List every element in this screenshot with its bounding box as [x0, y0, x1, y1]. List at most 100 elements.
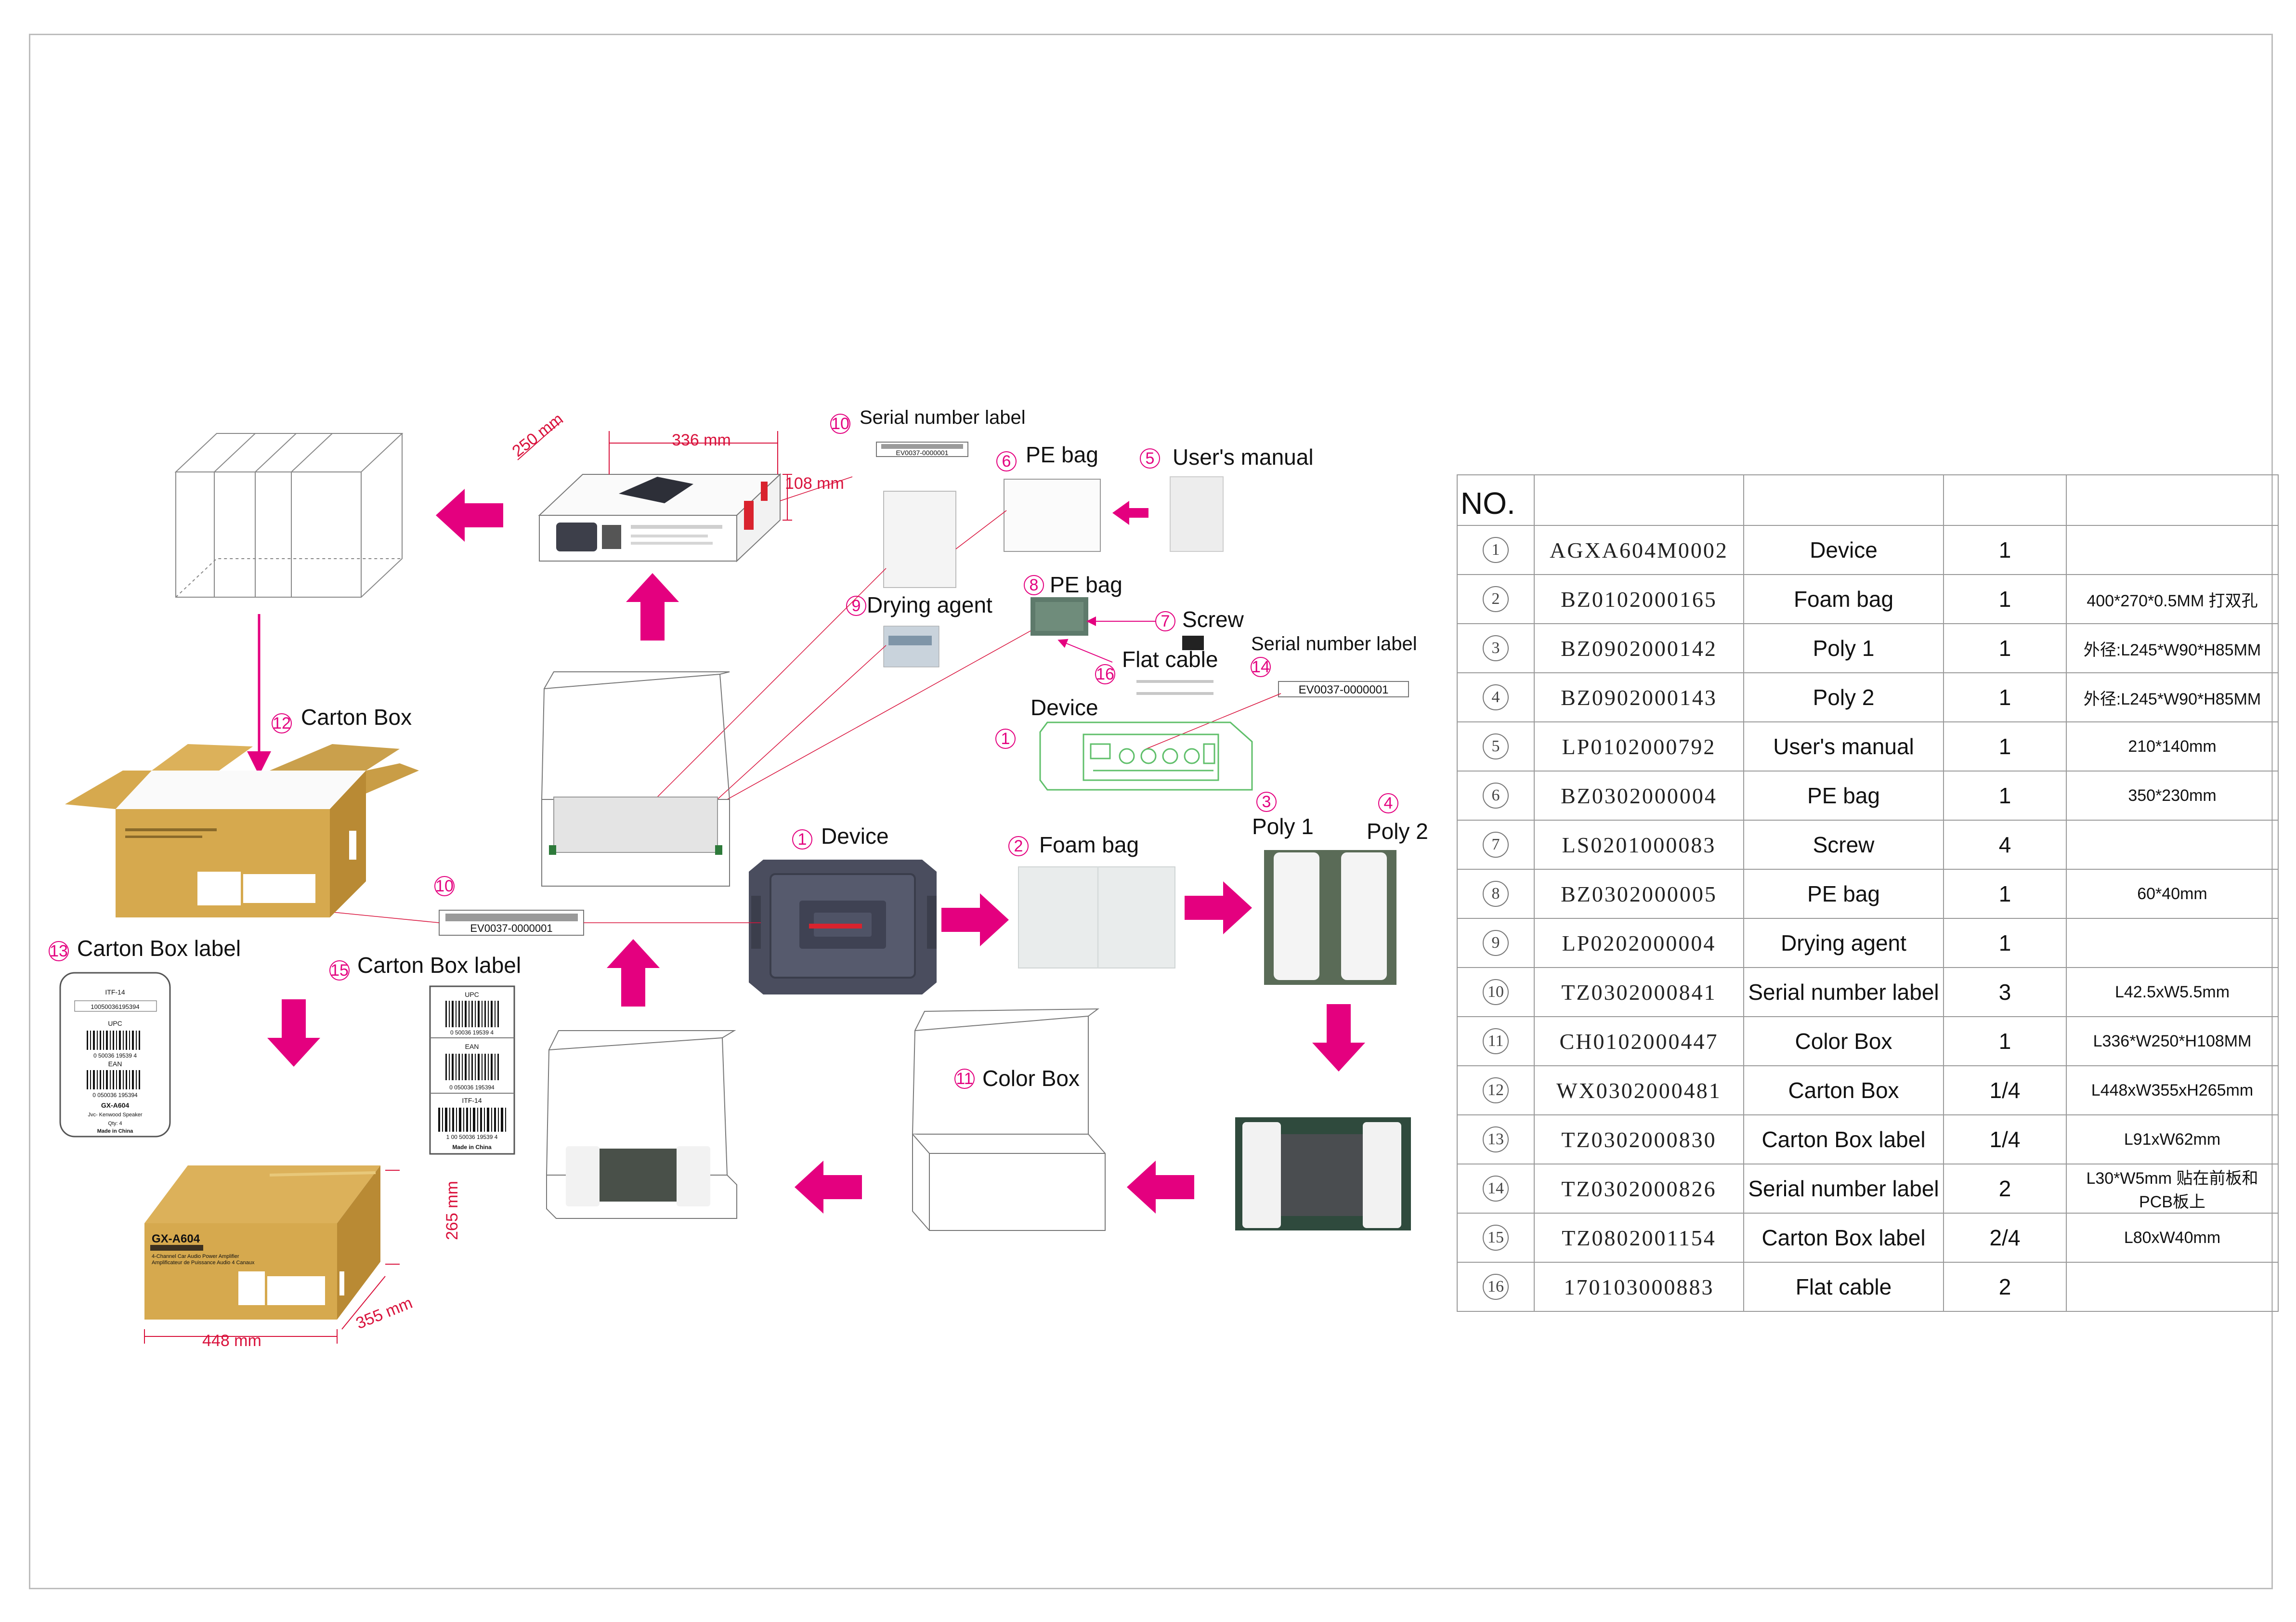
bom-cell-name: Carton Box label [1743, 1213, 1944, 1263]
label-users-manual: User's manual [1173, 445, 1314, 470]
bom-cell-code: LS0201000083 [1534, 820, 1744, 870]
bom-cell-qty: 2 [1943, 1262, 2067, 1312]
callout-14 [1251, 657, 1271, 677]
bom-cell-code: BZ0302000005 [1534, 869, 1744, 919]
bom-cell-spec: L30*W5mm 贴在前板和PCB板上 [2066, 1164, 2279, 1214]
callout-2-num: 2 [1014, 837, 1023, 855]
callout-13-num: 13 [50, 942, 68, 960]
bom-cell-no: 12 [1483, 1077, 1509, 1103]
bom-cell-no: 16 [1483, 1274, 1509, 1300]
arrow-up-mid [607, 939, 660, 1007]
callout-7-num: 7 [1161, 612, 1170, 630]
bom-cell-code: LP0102000792 [1534, 721, 1744, 772]
leader-flat-cable [1057, 639, 1113, 663]
label-screw: Screw [1182, 607, 1244, 632]
label-pe-bag-6: PE bag [1026, 442, 1098, 467]
dim-carton-depth: 355 mm [353, 1294, 415, 1333]
callout-3-num: 3 [1262, 793, 1271, 811]
callout-16 [1095, 664, 1115, 684]
svg-text:Qty: 4: Qty: 4 [108, 1121, 122, 1126]
callout-6-num: 6 [1002, 452, 1011, 471]
bom-cell-code: LP0202000004 [1534, 918, 1744, 968]
bom-cell-spec: L91xW62mm [2066, 1114, 2279, 1164]
drying-agent-image [883, 626, 939, 667]
callout-10-top [830, 414, 850, 434]
bom-cell-code: TZ0302000826 [1534, 1164, 1744, 1214]
callout-10-mid [434, 876, 455, 896]
arrow-right-foam [1185, 881, 1252, 934]
dim-color-box-depth: 250 mm [509, 410, 567, 461]
svg-text:EAN: EAN [465, 1043, 479, 1050]
leader-serial-top [780, 476, 853, 501]
bom-cell-spec: 400*270*0.5MM 打双孔 [2066, 574, 2279, 624]
callout-15-num: 15 [330, 961, 349, 980]
bom-cell-name: User's manual [1743, 721, 1944, 772]
bom-cell-no: 15 [1483, 1225, 1509, 1251]
label-poly2: Poly 2 [1367, 819, 1428, 844]
leader-pe-bag-6 [955, 510, 1007, 549]
bom-cell-qty: 1 [1943, 918, 2067, 968]
serial-label-14: EV0037-0000001 [1278, 681, 1409, 697]
bom-cell-code: BZ0102000165 [1534, 574, 1744, 624]
bom-cell-name: Serial number label [1743, 967, 1944, 1017]
pe-bag-6-image [1004, 479, 1101, 552]
color-box-dimensions [517, 421, 792, 521]
bom-cell-qty: 1 [1943, 574, 2067, 624]
flat-cable-image [1136, 680, 1213, 695]
bom-cell-no: 11 [1483, 1028, 1509, 1054]
bom-cell-qty: 1 [1943, 771, 2067, 821]
callout-8 [1024, 575, 1044, 595]
open-box-with-device [546, 1030, 737, 1219]
bom-cell-code: BZ0902000142 [1534, 623, 1744, 673]
bom-cell-name: Carton Box label [1743, 1114, 1944, 1164]
bom-cell-name: PE bag [1743, 771, 1944, 821]
bom-cell-spec [2066, 918, 2279, 968]
svg-text:0 050036 195394: 0 050036 195394 [449, 1084, 495, 1091]
bom-cell-qty: 1 [1943, 672, 2067, 722]
bom-cell-no: 14 [1483, 1176, 1509, 1202]
svg-text:0 50036 19539 4: 0 50036 19539 4 [450, 1029, 494, 1036]
carton-dimensions [144, 1170, 400, 1344]
svg-text:UPC: UPC [108, 1020, 122, 1027]
bom-cell-spec [2066, 1262, 2279, 1312]
callout-1-main [792, 829, 812, 850]
svg-text:UPC: UPC [465, 991, 479, 998]
label-drying-agent: Drying agent [867, 592, 992, 617]
callout-10-mid-num: 10 [435, 877, 454, 895]
svg-text:EV0037-0000001: EV0037-0000001 [470, 922, 552, 934]
bom-cell-qty: 1 [1943, 623, 2067, 673]
bom-cell-name: Poly 1 [1743, 623, 1944, 673]
arrow-down-poly [1312, 1004, 1365, 1072]
carton-box-open-image [65, 744, 419, 917]
bom-cell-code: TZ0802001154 [1534, 1213, 1744, 1263]
bom-cell-no: 5 [1483, 733, 1509, 759]
foam-bag-image [1018, 866, 1175, 968]
label-color-box: Color Box [982, 1066, 1080, 1091]
bom-cell-no: 10 [1483, 979, 1509, 1005]
callout-13 [49, 941, 69, 961]
leader-pe-bag-large [645, 568, 887, 810]
bom-cell-spec: L42.5xW5.5mm [2066, 967, 2279, 1017]
bom-header-no: NO. [1457, 474, 1535, 526]
svg-text:EAN: EAN [108, 1060, 122, 1068]
bom-cell-no: 3 [1483, 635, 1509, 661]
svg-text:0 050036 195394: 0 050036 195394 [92, 1092, 138, 1099]
bom-cell-qty: 4 [1943, 820, 2067, 870]
svg-text:Made in China: Made in China [452, 1144, 492, 1151]
callout-9 [846, 596, 866, 616]
poly-image [1264, 850, 1396, 985]
callout-10-top-num: 10 [831, 415, 849, 433]
label-pe-bag-8: PE bag [1050, 572, 1122, 597]
svg-text:EV0037-0000001: EV0037-0000001 [896, 449, 949, 457]
carton-box-closed-image: GX-A604 4-Channel Car Audio Power Amplif… [144, 1165, 380, 1320]
